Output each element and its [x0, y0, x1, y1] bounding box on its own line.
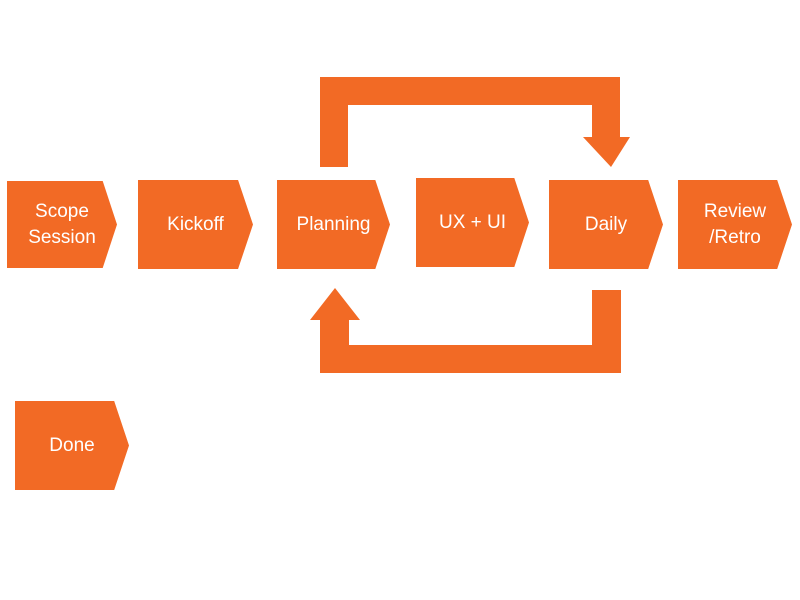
step-label: Planning — [296, 213, 371, 235]
step-review-retro[interactable]: Review /Retro — [678, 180, 792, 269]
step-ux-ui[interactable]: UX + UI — [416, 178, 529, 267]
loop-arrow-top — [320, 77, 630, 167]
step-scope-session[interactable]: Scope Session — [7, 181, 117, 268]
loop-arrow-bottom — [310, 288, 621, 373]
step-label: UX + UI — [438, 211, 507, 233]
step-label: Review /Retro — [703, 200, 767, 248]
step-daily[interactable]: Daily — [549, 180, 663, 269]
step-label: Done — [49, 434, 95, 456]
step-planning[interactable]: Planning — [277, 180, 390, 269]
step-label: Daily — [584, 213, 628, 235]
step-kickoff[interactable]: Kickoff — [138, 180, 253, 269]
step-label: Kickoff — [167, 213, 224, 235]
step-done[interactable]: Done — [15, 401, 129, 490]
step-label: Scope Session — [28, 200, 96, 248]
